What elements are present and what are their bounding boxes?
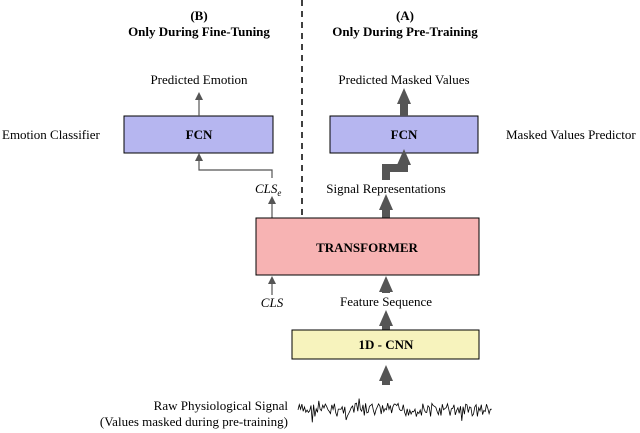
header-a-text: Only During Pre-Training: [332, 24, 478, 39]
transformer-box: [255, 217, 480, 276]
header-b-letter: (B): [190, 8, 207, 23]
emotion-classifier-label: Emotion Classifier: [2, 127, 101, 142]
cnn-box: [291, 329, 480, 360]
signal-representations-label: Signal Representations: [326, 181, 446, 196]
raw-signal-waveform: [297, 398, 492, 423]
predicted-masked-values-label: Predicted Masked Values: [338, 72, 469, 87]
fcn-box-right-label: FCN: [391, 127, 418, 142]
arrow-cls-e-to-fcn-left: [195, 153, 273, 178]
fcn-box-right: [329, 115, 479, 154]
fcn-box-left-label: FCN: [186, 127, 213, 142]
header-b-text: Only During Fine-Tuning: [128, 24, 270, 39]
arrow-signal-to-fcn-right: [382, 149, 411, 180]
transformer-box-label: TRANSFORMER: [316, 240, 418, 255]
feature-sequence-label: Feature Sequence: [340, 294, 432, 309]
cls-e-label: CLSe: [255, 181, 281, 198]
raw-signal-label-line1: Raw Physiological Signal: [154, 398, 289, 413]
header-a-letter: (A): [396, 8, 414, 23]
predicted-emotion-label: Predicted Emotion: [150, 72, 248, 87]
cls-label: CLS: [261, 295, 284, 310]
masked-values-predictor-label: Masked Values Predictor: [506, 127, 636, 142]
raw-signal-label-line2: (Values masked during pre-training): [100, 414, 288, 429]
cnn-box-label: 1D - CNN: [359, 337, 414, 352]
